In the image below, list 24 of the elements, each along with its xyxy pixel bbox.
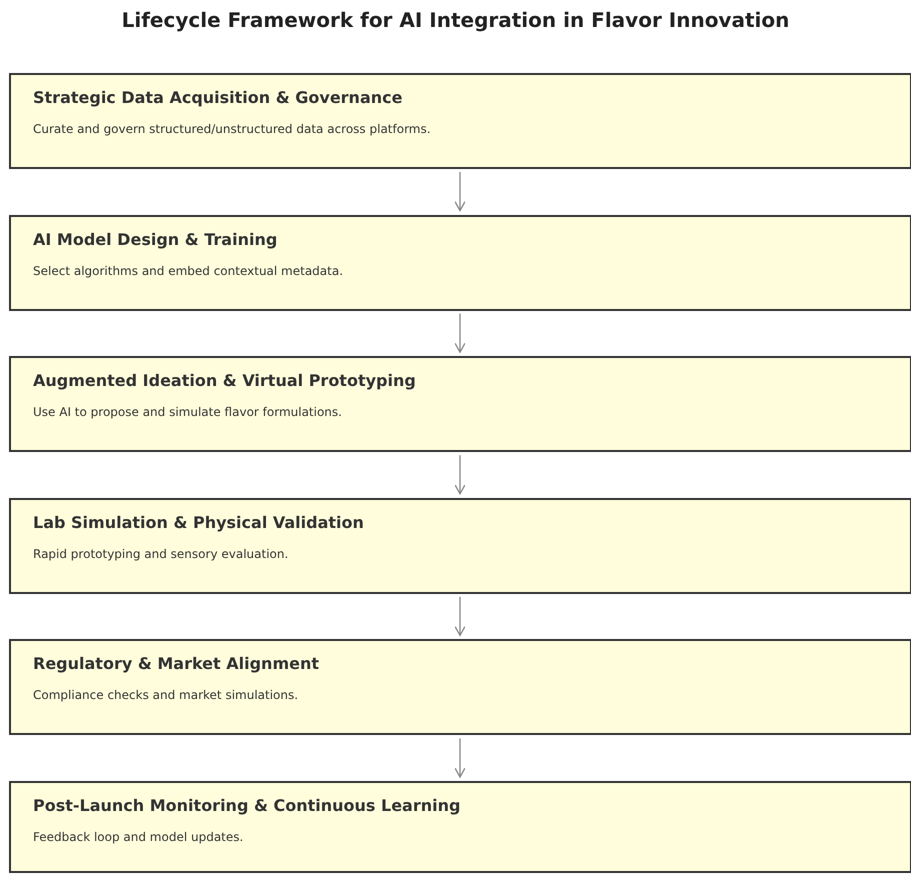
stage-title: AI Model Design & Training: [33, 230, 278, 249]
stage-description: Compliance checks and market simulations.: [33, 688, 298, 702]
stage-box: [9, 498, 911, 594]
stage-description: Feedback loop and model updates.: [33, 830, 244, 844]
stage-title: Lab Simulation & Physical Validation: [33, 512, 364, 532]
stage-description: Rapid prototyping and sensory evaluation.: [33, 546, 288, 561]
stage-description: Select algorithms and embed contextual metadata.: [33, 264, 344, 278]
stage-title: Post-Launch Monitoring & Continuous Learning: [33, 796, 460, 815]
arrow: [454, 314, 466, 353]
stage-box: [9, 73, 911, 169]
arrow: [454, 455, 466, 494]
stage-box: [9, 356, 911, 452]
stage-title: Regulatory & Market Alignment: [33, 654, 319, 674]
stage-box: [9, 781, 911, 873]
stage-box: [9, 639, 911, 736]
arrow: [454, 172, 466, 212]
stage-box: [9, 214, 911, 311]
stage-description: Use AI to propose and simulate flavor formulations.: [33, 405, 342, 420]
stage-title: Augmented Ideation & Virtual Prototyping: [33, 371, 416, 390]
arrow: [454, 596, 466, 636]
stage-title: Strategic Data Acquisition & Governance: [33, 88, 402, 107]
arrow: [454, 738, 466, 778]
stage-description: Curate and govern structured/unstructured data across platforms.: [33, 122, 431, 136]
diagram-title: Lifecycle Framework for AI Integration in Flavor Innovation: [120, 8, 790, 32]
